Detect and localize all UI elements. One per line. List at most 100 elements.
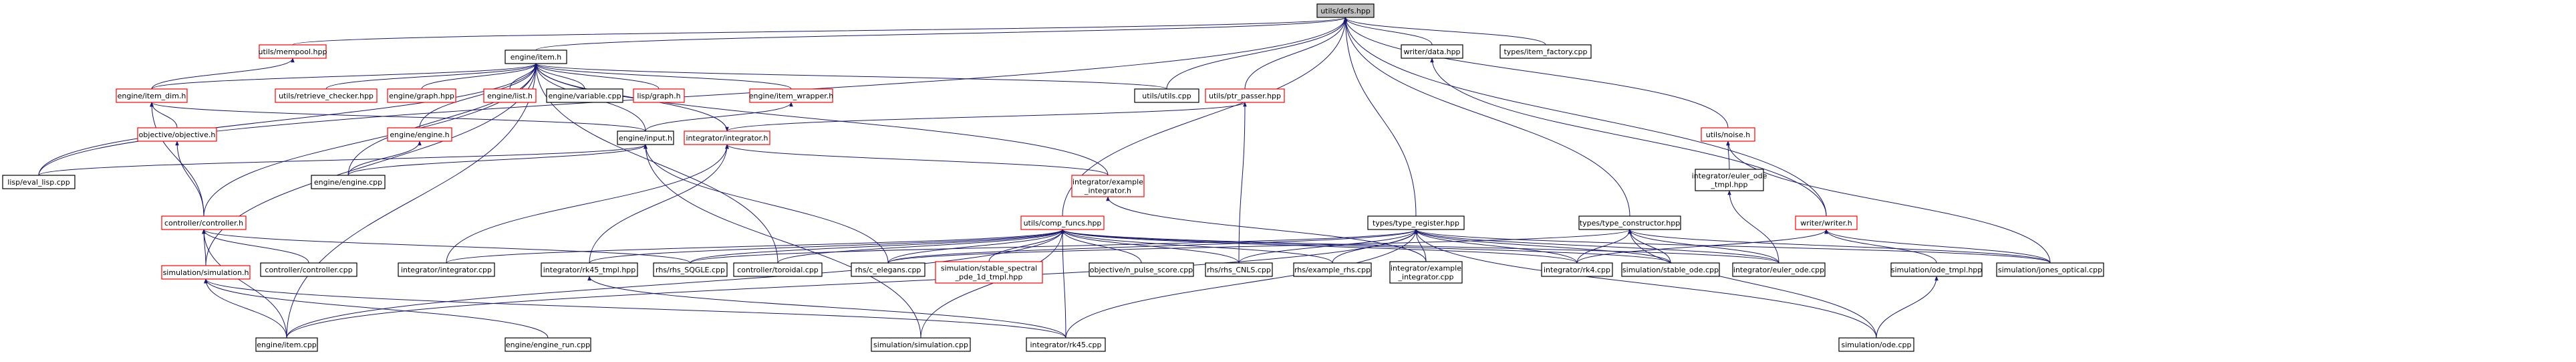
node-box (617, 130, 674, 145)
node-label: types/item_factory.cpp (1504, 48, 1587, 56)
graph-node-engine-run[interactable]: engine/engine_run.cpp (505, 337, 591, 352)
graph-node-retrieve-checker[interactable]: utils/retrieve_checker.hpp (275, 88, 378, 103)
dependency-edge (1414, 229, 2051, 264)
graph-node-item-cpp[interactable]: engine/item.cpp (255, 337, 318, 352)
graph-node-n-pulse[interactable]: objective/n_pulse_score.cpp (1089, 262, 1194, 277)
dependency-edge (1343, 17, 1417, 217)
dependency-edge (920, 229, 1064, 339)
node-box (1578, 215, 1681, 230)
node-box (255, 337, 318, 352)
graph-node-mempool[interactable]: utils/mempool.hpp (259, 44, 327, 59)
graph-node-objective[interactable]: objective/objective.h (137, 127, 217, 142)
graph-node-noise[interactable]: utils/noise.h (1701, 127, 1755, 142)
graph-node-controller-cpp[interactable]: controller/controller.cpp (260, 262, 357, 277)
node-box (161, 265, 251, 280)
dependency-edge (38, 144, 648, 176)
dependency-edge (1106, 196, 1427, 262)
graph-node-variable-cpp[interactable]: engine/variable.cpp (546, 88, 623, 103)
graph-node-item-dim[interactable]: engine/item_dim.h (116, 88, 188, 103)
node-label: engine/list.h (487, 92, 533, 100)
graph-node-list-h[interactable]: engine/list.h (483, 88, 537, 103)
node-box (505, 337, 591, 352)
dependency-edge (645, 102, 793, 132)
graph-node-rhs-sqgle[interactable]: rhs/rhs_SQGLE.cpp (653, 262, 728, 277)
dependency-edge (347, 144, 648, 176)
dependency-edge (1238, 102, 1247, 264)
graph-node-item-factory[interactable]: types/item_factory.cpp (1499, 44, 1592, 59)
graph-node-utils-cpp[interactable]: utils/utils.cpp (1134, 88, 1199, 103)
graph-node-lisp-graph[interactable]: lisp/graph.h (633, 88, 685, 103)
graph-node-type-register[interactable]: types/type_register.hpp (1367, 215, 1465, 230)
node-label: integrator/example_integrator.cpp (1391, 264, 1461, 282)
graph-node-stable-ode[interactable]: simulation/stable_ode.cpp (1621, 262, 1720, 277)
graph-node-engine-h[interactable]: engine/engine.h (387, 127, 452, 142)
node-label: engine/item.cpp (257, 341, 317, 349)
node-box (387, 127, 452, 142)
dependency-edge (38, 63, 538, 176)
graph-node-simulation-h[interactable]: simulation/simulation.h (161, 265, 251, 280)
node-label: controller/controller.h (164, 219, 243, 228)
graph-node-comp-funcs[interactable]: utils/comp_funcs.hpp (1020, 215, 1105, 230)
graph-node-writer-data[interactable]: writer/data.hpp (1401, 44, 1463, 59)
node-label: controller/controller.cpp (265, 266, 352, 274)
node-label: simulation/simulation.h (163, 268, 249, 277)
dependency-edge (777, 229, 1064, 264)
dependency-edge (587, 276, 1066, 339)
node-box (505, 50, 567, 64)
graph-node-integrator-h[interactable]: integrator/integrator.h (684, 130, 770, 145)
dependency-edge (151, 63, 538, 90)
node-label: utils/retrieve_checker.hpp (279, 92, 374, 100)
graph-node-euler-ode-tmpl[interactable]: integrator/euler_ode_tmpl.hpp (1692, 169, 1767, 191)
dependency-edge (1065, 229, 1418, 339)
graph-node-input-h[interactable]: engine/input.h (617, 130, 674, 145)
graph-node-defs: utils/defs.hpp (1316, 3, 1375, 18)
graph-node-c-elegans[interactable]: rhs/c_elegans.cpp (851, 262, 925, 277)
node-box (1316, 3, 1375, 18)
node-label: simulation/simulation.cpp (873, 341, 968, 349)
node-label: lisp/eval_lisp.cpp (7, 178, 69, 187)
graph-node-simulation-cpp[interactable]: simulation/simulation.cpp (871, 337, 971, 352)
graph-node-controller-h[interactable]: controller/controller.h (161, 215, 247, 230)
graph-node-eval-lisp[interactable]: lisp/eval_lisp.cpp (2, 175, 76, 189)
graph-node-ptr-passer[interactable]: utils/ptr_passer.hpp (1205, 88, 1285, 103)
graph-node-stable-spectral[interactable]: simulation/stable_spectral_pde_1d_tmpl.h… (935, 261, 1043, 284)
graph-node-rk45-tmpl[interactable]: integrator/rk45_tmpl.hpp (541, 262, 638, 277)
graph-node-jones[interactable]: simulation/jones_optical.cpp (1996, 262, 2104, 277)
graph-node-example-rhs[interactable]: rhs/example_rhs.cpp (1293, 262, 1372, 277)
graph-node-rk4-cpp[interactable]: integrator/rk4.cpp (1541, 262, 1613, 277)
dependency-edge (1824, 229, 1937, 264)
node-label: integrator/euler_ode.cpp (1733, 266, 1824, 274)
graph-node-ode-tmpl[interactable]: simulation/ode_tmpl.hpp (1890, 262, 1983, 277)
graph-node-item-h[interactable]: engine/item.h (505, 50, 567, 64)
graph-node-item-wrapper[interactable]: engine/item_wrapper.h (749, 88, 834, 103)
dependency-edge (446, 229, 1064, 264)
graph-node-graph-hpp[interactable]: engine/graph.hpp (387, 88, 456, 103)
node-label: engine/item_wrapper.h (749, 92, 834, 100)
node-label: simulation/jones_optical.cpp (1998, 266, 2102, 274)
graph-node-integ-example[interactable]: integrator/example_integrator.h (1071, 175, 1145, 197)
dependency-edge (421, 63, 538, 90)
graph-node-example-integ-cpp[interactable]: integrator/example_integrator.cpp (1389, 261, 1463, 284)
node-label: objective/objective.h (139, 130, 216, 139)
node-box (1621, 262, 1720, 277)
node-box (137, 127, 217, 142)
node-box (275, 88, 378, 103)
dependency-edge (534, 63, 1167, 90)
node-box (1020, 215, 1105, 230)
node-label: engine/item_dim.h (118, 92, 186, 100)
dependency-edge (203, 63, 538, 217)
node-label: engine/item.h (511, 53, 562, 62)
graph-node-euler-ode[interactable]: integrator/euler_ode.cpp (1732, 262, 1826, 277)
graph-node-rhs-cnls[interactable]: rhs/rhs_CNLS.cpp (1205, 262, 1273, 277)
graph-node-engine-cpp[interactable]: engine/engine.cpp (311, 175, 386, 189)
graph-node-rk45-cpp[interactable]: integrator/rk45.cpp (1026, 337, 1106, 352)
node-box (1367, 215, 1465, 230)
graph-node-ode-cpp[interactable]: simulation/ode.cpp (1838, 337, 1914, 352)
graph-node-type-constructor[interactable]: types/type_constructor.hpp (1578, 215, 1681, 230)
dependency-edge (1343, 17, 1827, 217)
graph-node-toroidal[interactable]: controller/toroidal.cpp (733, 262, 823, 277)
graph-node-integrator-cpp[interactable]: integrator/integrator.cpp (398, 262, 495, 277)
dependency-edge (292, 17, 1347, 46)
graph-node-writer-h[interactable]: writer/writer.h (1795, 215, 1858, 230)
